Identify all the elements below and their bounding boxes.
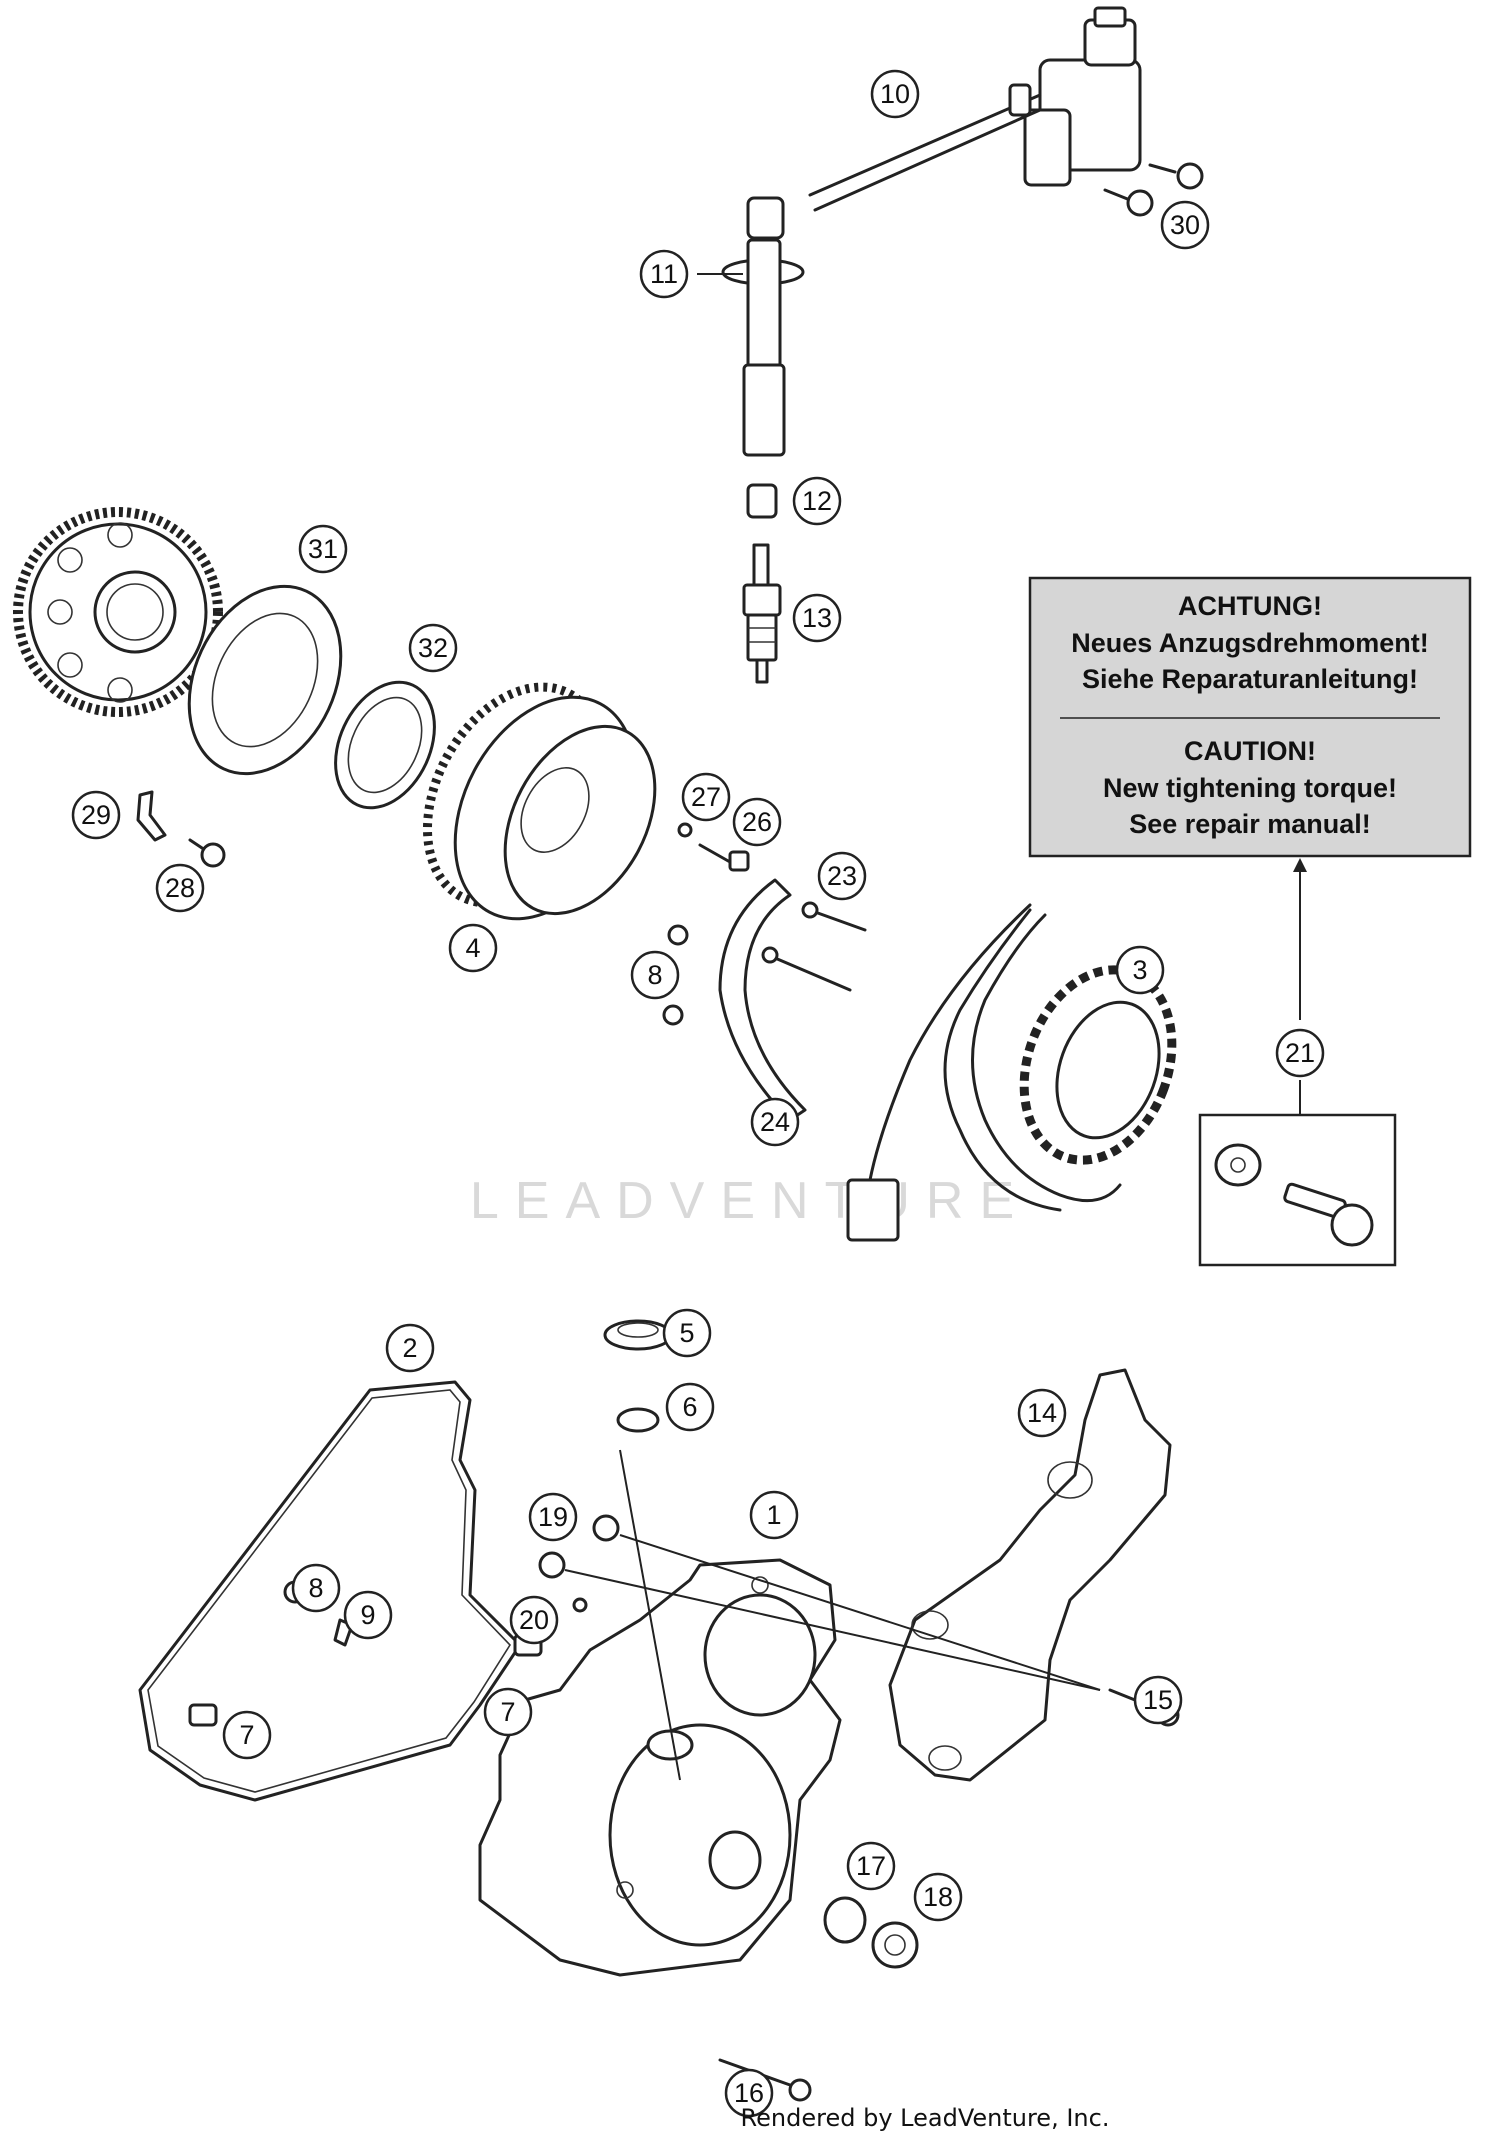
callout-26: 26 (732, 797, 782, 847)
svg-text:11: 11 (650, 259, 678, 289)
svg-text:15: 15 (1143, 1685, 1173, 1715)
spark-plug (742, 543, 782, 684)
notice-de-title: ACHTUNG! (1178, 591, 1322, 621)
svg-text:17: 17 (856, 1851, 886, 1881)
callout-28: 28 (155, 863, 205, 913)
svg-text:12: 12 (802, 486, 832, 516)
bearing-ring (334, 680, 436, 810)
callout-7a: 7 (222, 1710, 272, 1760)
notice-de-line1: Neues Anzugsdrehmoment! (1071, 628, 1429, 658)
callout-30: 30 (1160, 200, 1210, 250)
notice-en-line1: New tightening torque! (1103, 773, 1397, 803)
callout-9: 9 (343, 1590, 393, 1640)
svg-text:8: 8 (647, 960, 662, 990)
svg-text:10: 10 (880, 79, 910, 109)
callout-8b: 8 (291, 1563, 341, 1613)
notice-de-line2: Siehe Reparaturanleitung! (1082, 664, 1418, 694)
callout-3: 3 (1115, 945, 1165, 995)
callout-31: 31 (298, 524, 348, 574)
callout-13: 13 (792, 593, 842, 643)
callout-32: 32 (408, 623, 458, 673)
svg-text:9: 9 (360, 1600, 375, 1630)
callout-8a: 8 (630, 950, 680, 1000)
callout-19: 19 (528, 1492, 578, 1542)
svg-text:29: 29 (81, 800, 111, 830)
caution-notice: ACHTUNG! Neues Anzugsdrehmoment! Siehe R… (1028, 576, 1472, 1115)
callout-6: 6 (665, 1382, 715, 1432)
bracket-bolt (188, 838, 226, 868)
callout-11: 11 (639, 249, 689, 299)
svg-text:3: 3 (1132, 955, 1147, 985)
inspection-cap (603, 1319, 673, 1351)
notice-en-title: CAUTION! (1184, 736, 1316, 766)
callout-21: 21 (1275, 1028, 1325, 1078)
callout-10: 10 (870, 69, 920, 119)
svg-text:16: 16 (734, 2078, 764, 2108)
svg-text:19: 19 (538, 1502, 568, 1532)
svg-text:30: 30 (1170, 210, 1200, 240)
o-ring (616, 1407, 660, 1433)
callout-12: 12 (792, 476, 842, 526)
callout-15: 15 (1133, 1675, 1183, 1725)
rotor-fasteners (677, 822, 750, 872)
cover-plug-oring (823, 1896, 919, 1969)
svg-text:4: 4 (465, 933, 480, 963)
callout-20: 20 (509, 1595, 559, 1645)
svg-text:2: 2 (402, 1333, 417, 1363)
wire-bracket (136, 790, 167, 842)
svg-text:23: 23 (827, 861, 857, 891)
svg-text:18: 18 (923, 1882, 953, 1912)
callout-24: 24 (750, 1097, 800, 1147)
callout-2: 2 (385, 1323, 435, 1373)
outer-cover (888, 1368, 1172, 1782)
svg-text:8: 8 (308, 1573, 323, 1603)
callout-16: 16 (724, 2068, 774, 2118)
svg-text:32: 32 (418, 633, 448, 663)
callout-23: 23 (817, 851, 867, 901)
callout-18: 18 (913, 1872, 963, 1922)
spark-plug-terminal (746, 483, 778, 519)
stator-bolts (662, 901, 867, 1026)
freewheel-plate (187, 584, 343, 776)
notice-en-line2: See repair manual! (1129, 809, 1371, 839)
callout-4: 4 (448, 923, 498, 973)
ignition-coil (808, 6, 1142, 212)
starter-gear (13, 507, 223, 717)
leader-lines (564, 273, 1101, 1781)
coil-bolts (1103, 162, 1204, 217)
callout-14: 14 (1017, 1388, 1067, 1438)
callout-1: 1 (749, 1490, 799, 1540)
svg-text:14: 14 (1027, 1398, 1057, 1428)
callout-7b: 7 (483, 1687, 533, 1737)
svg-text:13: 13 (802, 603, 832, 633)
cover-nuts (538, 1514, 620, 1579)
svg-text:20: 20 (519, 1605, 549, 1635)
svg-text:28: 28 (165, 873, 195, 903)
svg-text:26: 26 (742, 807, 772, 837)
pulse-generator (718, 878, 807, 1122)
svg-text:24: 24 (760, 1107, 790, 1137)
svg-text:6: 6 (682, 1392, 697, 1422)
cover-gasket (138, 1380, 522, 1802)
callout-17: 17 (846, 1841, 896, 1891)
svg-text:1: 1 (766, 1500, 781, 1530)
render-credit: Rendered by LeadVenture, Inc. (741, 2104, 1110, 2132)
torque-kit-box (1198, 1113, 1397, 1267)
svg-text:5: 5 (679, 1318, 694, 1348)
ignition-cover (478, 1558, 842, 1977)
svg-text:21: 21 (1285, 1038, 1315, 1068)
watermark-text: LEADVENTURE (470, 1172, 1030, 1230)
stator (846, 903, 1177, 1242)
svg-text:27: 27 (691, 782, 721, 812)
rotor-flywheel (422, 682, 657, 921)
svg-text:31: 31 (308, 534, 338, 564)
callout-27: 27 (681, 772, 731, 822)
callout-29: 29 (71, 790, 121, 840)
spark-plug-cap (721, 196, 805, 457)
svg-text:7: 7 (239, 1720, 254, 1750)
callout-5: 5 (662, 1308, 712, 1358)
svg-text:7: 7 (500, 1697, 515, 1727)
